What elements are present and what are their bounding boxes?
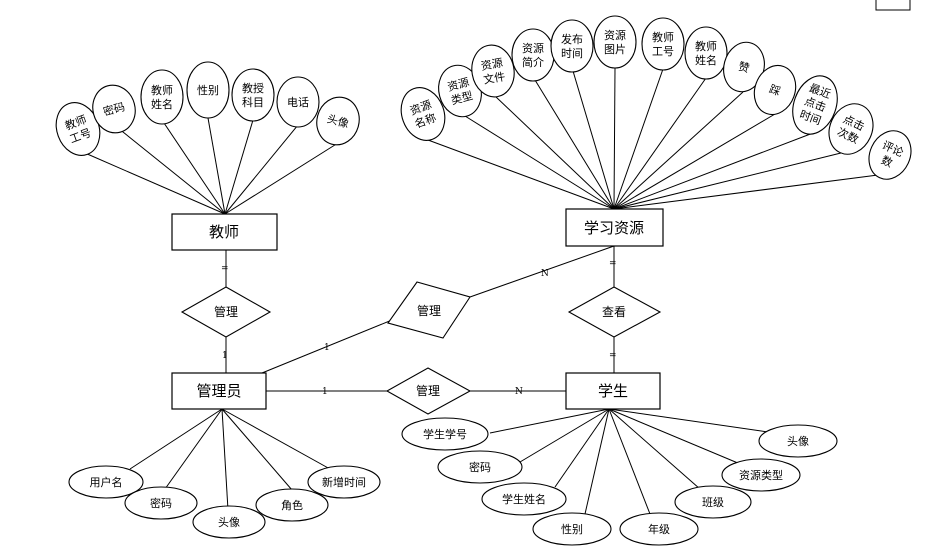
relationship-manage-student: 管理 (385, 367, 472, 415)
attribute-resource-intro-l1: 资源 (522, 41, 544, 55)
attribute-admin-password: 密码 (124, 486, 198, 520)
attribute-admin-role: 角色 (255, 488, 329, 522)
relationship-manage-teacher-label: 管理 (214, 304, 238, 319)
card-teacher-bottom: = (221, 264, 229, 274)
attribute-admin-username-label: 用户名 (90, 475, 123, 489)
attribute-teacher-gender-label: 性别 (197, 83, 219, 97)
attribute-student-class-label: 班级 (702, 496, 724, 509)
attribute-admin-password-label: 密码 (150, 496, 172, 510)
attribute-teacher-phone: 电话 (276, 76, 320, 128)
entity-student-label: 学生 (598, 382, 628, 400)
card-admin-resource-1: 1 (324, 343, 330, 353)
entity-resource-label: 学习资源 (584, 219, 644, 237)
attribute-admin-username: 用户名 (68, 465, 144, 499)
attribute-admin-created-time-label: 新增时间 (322, 475, 366, 489)
entity-teacher-label: 教师 (209, 223, 239, 241)
relationship-manage-teacher: 管理 (180, 286, 272, 338)
relationship-view: 查看 (567, 286, 662, 338)
relationship-manage-student-label: 管理 (416, 383, 440, 398)
attribute-admin-created-time: 新增时间 (307, 465, 381, 499)
attribute-resource-type-l1: 资源 (446, 75, 471, 94)
attribute-teacher-avatar: 头像 (316, 96, 360, 146)
card-admin-top: 1 (222, 351, 228, 361)
attribute-teacher-subject-l1: 教授 (242, 81, 264, 95)
attribute-teacher-id: 教师 工号 (55, 102, 101, 156)
attribute-resource-teacher-id-l2: 工号 (652, 45, 674, 58)
attribute-resource-last-click-time: 最近 点击 时间 (792, 75, 838, 135)
attribute-teacher-password-label: 密码 (102, 99, 127, 118)
attribute-resource-teacher-id: 教师 工号 (641, 17, 685, 71)
attribute-student-avatar-label: 头像 (787, 435, 809, 448)
attribute-student-avatar: 头像 (758, 424, 838, 458)
attribute-resource-publish-time-l1: 发布 (561, 32, 583, 46)
attribute-resource-name: 资源 名称 (400, 87, 446, 141)
attribute-student-grade: 年级 (619, 512, 699, 546)
attribute-resource-intro: 资源 简介 (511, 28, 555, 82)
attribute-student-resource-type-label: 资源类型 (739, 468, 783, 482)
attribute-teacher-name-l2: 姓名 (151, 97, 173, 111)
attribute-resource-click-count: 点击 次数 (828, 103, 874, 155)
attribute-resource-file: 资源 文件 (471, 44, 515, 98)
attribute-resource-comment-count-l2: 数 (879, 154, 894, 170)
attribute-student-name-label: 学生姓名 (502, 492, 546, 506)
attribute-resource-file-l2: 文件 (482, 69, 506, 87)
attribute-resource-image: 资源 图片 (593, 15, 637, 69)
attribute-teacher-name-l1: 教师 (151, 84, 173, 97)
attribute-resource-like: 赞 (723, 41, 765, 93)
attribute-admin-avatar: 头像 (192, 505, 266, 539)
cardinality-marks: = 1 1 N = = 1 N (221, 259, 617, 397)
attribute-resource-comment-count: 评论 数 (868, 130, 912, 180)
attribute-student-name: 学生姓名 (481, 482, 567, 516)
attribute-resource-dislike-label: 踩 (767, 82, 782, 98)
attribute-resource-image-l2: 图片 (604, 43, 626, 56)
connector-lines (84, 67, 879, 515)
attribute-student-password: 密码 (437, 450, 523, 484)
attribute-student-grade-label: 年级 (648, 522, 670, 536)
attribute-student-id: 学生学号 (401, 417, 489, 451)
attribute-resource-type-l2: 类型 (449, 88, 474, 107)
attribute-resource-image-l1: 资源 (604, 28, 626, 42)
entity-student: 学生 (565, 372, 661, 410)
attribute-resource-dislike: 踩 (753, 64, 797, 116)
attribute-student-class: 班级 (674, 485, 752, 519)
attribute-student-gender-label: 性别 (561, 522, 583, 536)
relationship-manage-resource-label: 管理 (417, 303, 441, 318)
entity-admin: 管理员 (171, 372, 267, 410)
entity-learning-resource: 学习资源 (565, 208, 664, 247)
attribute-resource-like-label: 赞 (737, 60, 751, 75)
attribute-teacher-subject: 教授 科目 (231, 68, 275, 122)
attribute-student-resource-type: 资源类型 (721, 458, 801, 492)
entity-admin-label: 管理员 (196, 382, 241, 400)
attribute-resource-file-l1: 资源 (480, 55, 504, 73)
relationship-view-label: 查看 (602, 305, 626, 319)
attribute-student-gender: 性别 (532, 512, 612, 546)
attribute-resource-intro-l2: 简介 (522, 55, 544, 69)
attribute-admin-role-label: 角色 (281, 498, 303, 512)
attribute-resource-publish-time-l2: 时间 (561, 47, 583, 60)
card-admin-resource-n: N (541, 269, 549, 279)
attribute-resource-teacher-name-l1: 教师 (695, 40, 717, 53)
attribute-resource-teacher-id-l1: 教师 (652, 31, 674, 44)
attribute-student-id-label: 学生学号 (423, 427, 467, 441)
relationship-manage-resource: 管理 (387, 281, 471, 339)
attribute-teacher-password: 密码 (92, 84, 136, 134)
entity-teacher: 教师 (171, 213, 278, 251)
attribute-teacher-subject-l2: 科目 (242, 95, 264, 109)
corner-mark (875, 0, 911, 11)
card-admin-student-1: 1 (322, 387, 328, 397)
attribute-resource-teacher-name-l2: 姓名 (695, 53, 717, 67)
attribute-teacher-gender: 性别 (186, 61, 230, 119)
attribute-admin-avatar-label: 头像 (218, 516, 240, 529)
attribute-teacher-name: 教师 姓名 (140, 69, 184, 125)
card-admin-student-n: N (515, 387, 523, 397)
card-resource-bottom: = (609, 259, 617, 269)
attribute-teacher-phone-label: 电话 (287, 96, 309, 109)
attribute-resource-publish-time: 发布 时间 (550, 19, 594, 73)
attribute-teacher-avatar-label: 头像 (326, 112, 351, 130)
attribute-student-password-label: 密码 (469, 460, 491, 474)
attribute-resource-teacher-name: 教师 姓名 (684, 26, 728, 80)
card-student-top: = (609, 351, 617, 361)
